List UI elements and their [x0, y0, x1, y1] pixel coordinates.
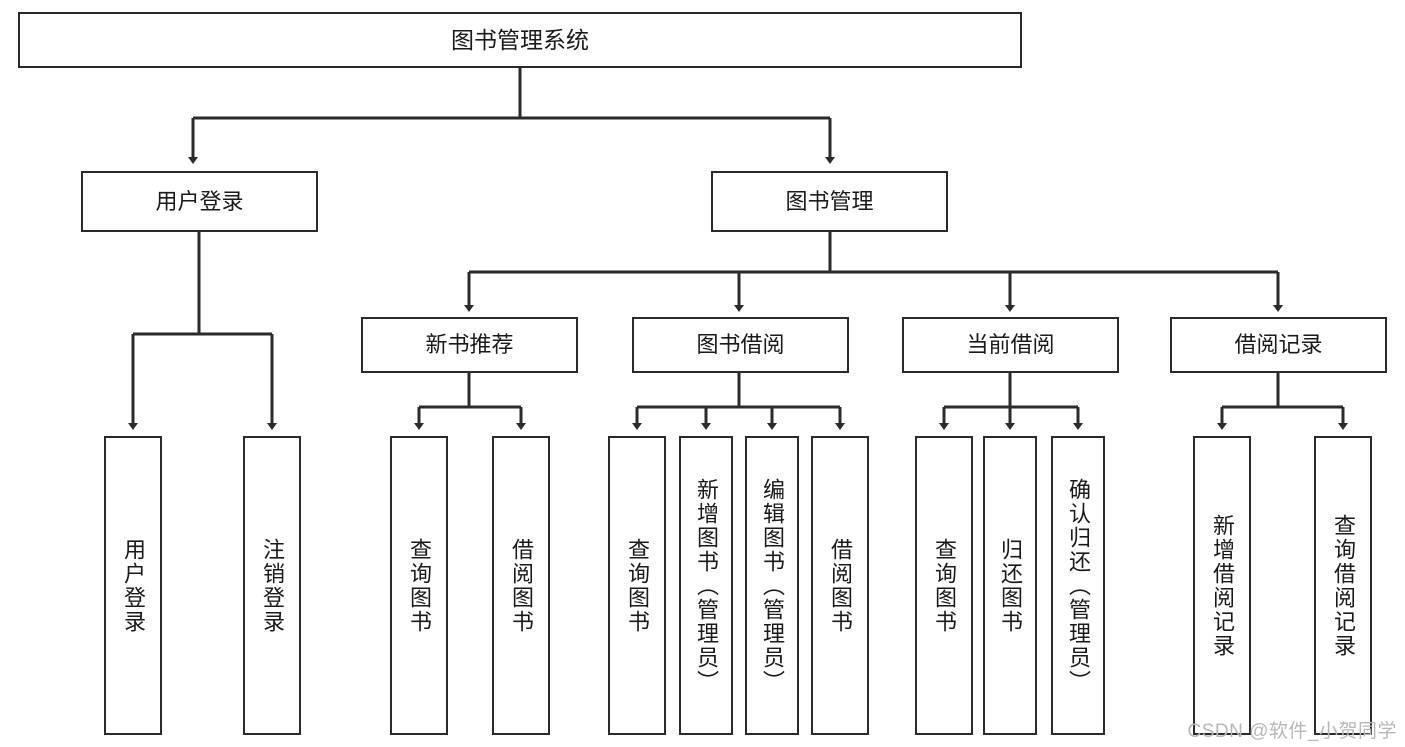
node-book-management[interactable]: 图书管理: [711, 171, 948, 232]
node-label: 新书推荐: [425, 332, 514, 358]
node-leaf-add-borrow-record[interactable]: 新增借阅记录: [1193, 436, 1251, 735]
node-leaf-logout[interactable]: 注销登录: [243, 436, 301, 735]
node-label: 图书管理系统: [451, 26, 589, 53]
node-leaf-query-books-recommend[interactable]: 查询图书: [390, 436, 448, 735]
node-leaf-edit-book-admin[interactable]: 编辑图书（管理员）: [745, 436, 799, 735]
node-label: 查询图书: [407, 537, 432, 634]
node-label: 新增借阅记录: [1210, 513, 1235, 658]
node-leaf-query-books-current[interactable]: 查询图书: [915, 436, 973, 735]
node-label: 注销登录: [260, 537, 285, 634]
node-label: 借阅记录: [1234, 332, 1323, 358]
node-label: 查询图书: [625, 537, 650, 634]
node-leaf-borrow-books[interactable]: 借阅图书: [811, 436, 869, 735]
node-leaf-return-books[interactable]: 归还图书: [983, 436, 1037, 735]
node-current-borrowing[interactable]: 当前借阅: [902, 317, 1119, 373]
node-root-system[interactable]: 图书管理系统: [18, 12, 1022, 68]
node-label: 编辑图书（管理员）: [760, 477, 785, 694]
node-label: 查询图书: [932, 537, 957, 634]
node-label: 当前借阅: [966, 332, 1055, 358]
node-leaf-query-books-borrow[interactable]: 查询图书: [608, 436, 666, 735]
node-label: 图书借阅: [696, 332, 785, 358]
node-leaf-user-login[interactable]: 用户登录: [104, 436, 162, 735]
node-label: 确认归还（管理员）: [1066, 477, 1091, 694]
node-label: 查询借阅记录: [1331, 513, 1356, 658]
node-label: 归还图书: [998, 537, 1023, 634]
node-leaf-query-borrow-record[interactable]: 查询借阅记录: [1314, 436, 1372, 735]
node-borrowing-records[interactable]: 借阅记录: [1170, 317, 1387, 373]
watermark: CSDN @软件_小贺同学: [1187, 721, 1397, 742]
node-label: 借阅图书: [509, 537, 534, 634]
node-leaf-add-book-admin[interactable]: 新增图书（管理员）: [679, 436, 733, 735]
node-new-book-recommendation[interactable]: 新书推荐: [361, 317, 578, 373]
node-label: 用户登录: [121, 537, 146, 634]
node-label: 用户登录: [155, 188, 244, 214]
node-book-borrowing[interactable]: 图书借阅: [632, 317, 849, 373]
node-label: 借阅图书: [828, 537, 853, 634]
node-leaf-confirm-return-admin[interactable]: 确认归还（管理员）: [1051, 436, 1105, 735]
node-leaf-borrow-books-recommend[interactable]: 借阅图书: [492, 436, 550, 735]
node-label: 新增图书（管理员）: [694, 477, 719, 694]
node-user-login[interactable]: 用户登录: [81, 171, 318, 232]
node-label: 图书管理: [785, 188, 874, 214]
